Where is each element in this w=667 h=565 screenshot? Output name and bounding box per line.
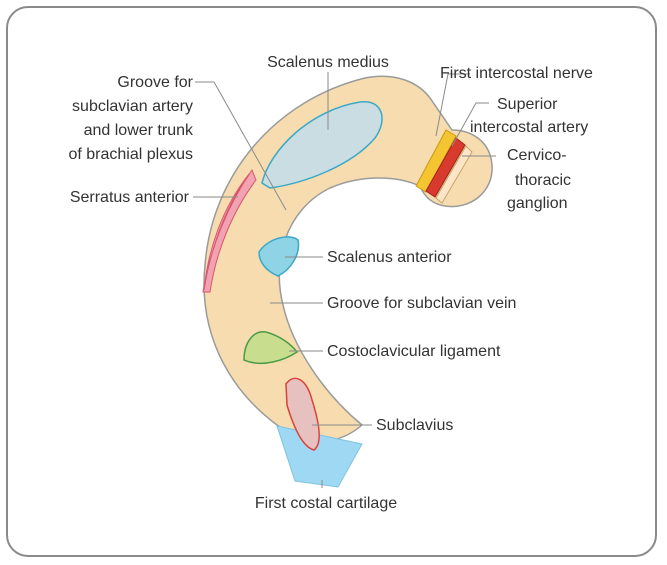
label-groove-vein: Groove for subclavian vein bbox=[327, 295, 516, 312]
label-first-intercostal-nerve: First intercostal nerve bbox=[440, 65, 593, 82]
label-superior-intercostal-line2: intercostal artery bbox=[470, 119, 588, 136]
label-cervico-line3: ganglion bbox=[507, 195, 568, 212]
label-first-costal-cartilage: First costal cartilage bbox=[255, 495, 397, 512]
label-scalenus-medius: Scalenus medius bbox=[267, 54, 389, 71]
label-groove-artery-line1: Groove for bbox=[117, 74, 193, 91]
label-costoclavicular: Costoclavicular ligament bbox=[327, 343, 501, 360]
label-groove-artery-line4: of brachial plexus bbox=[68, 146, 193, 163]
label-superior-intercostal-line1: Superior bbox=[497, 96, 558, 113]
label-serratus-anterior: Serratus anterior bbox=[70, 189, 190, 206]
label-cervico-line1: Cervico- bbox=[507, 147, 567, 164]
label-groove-artery-line2: subclavian artery bbox=[72, 98, 193, 115]
label-scalenus-anterior: Scalenus anterior bbox=[327, 249, 452, 266]
label-cervico-line2: thoracic bbox=[515, 172, 571, 189]
label-subclavius: Subclavius bbox=[376, 417, 453, 434]
label-groove-artery-line3: and lower trunk bbox=[84, 122, 194, 139]
